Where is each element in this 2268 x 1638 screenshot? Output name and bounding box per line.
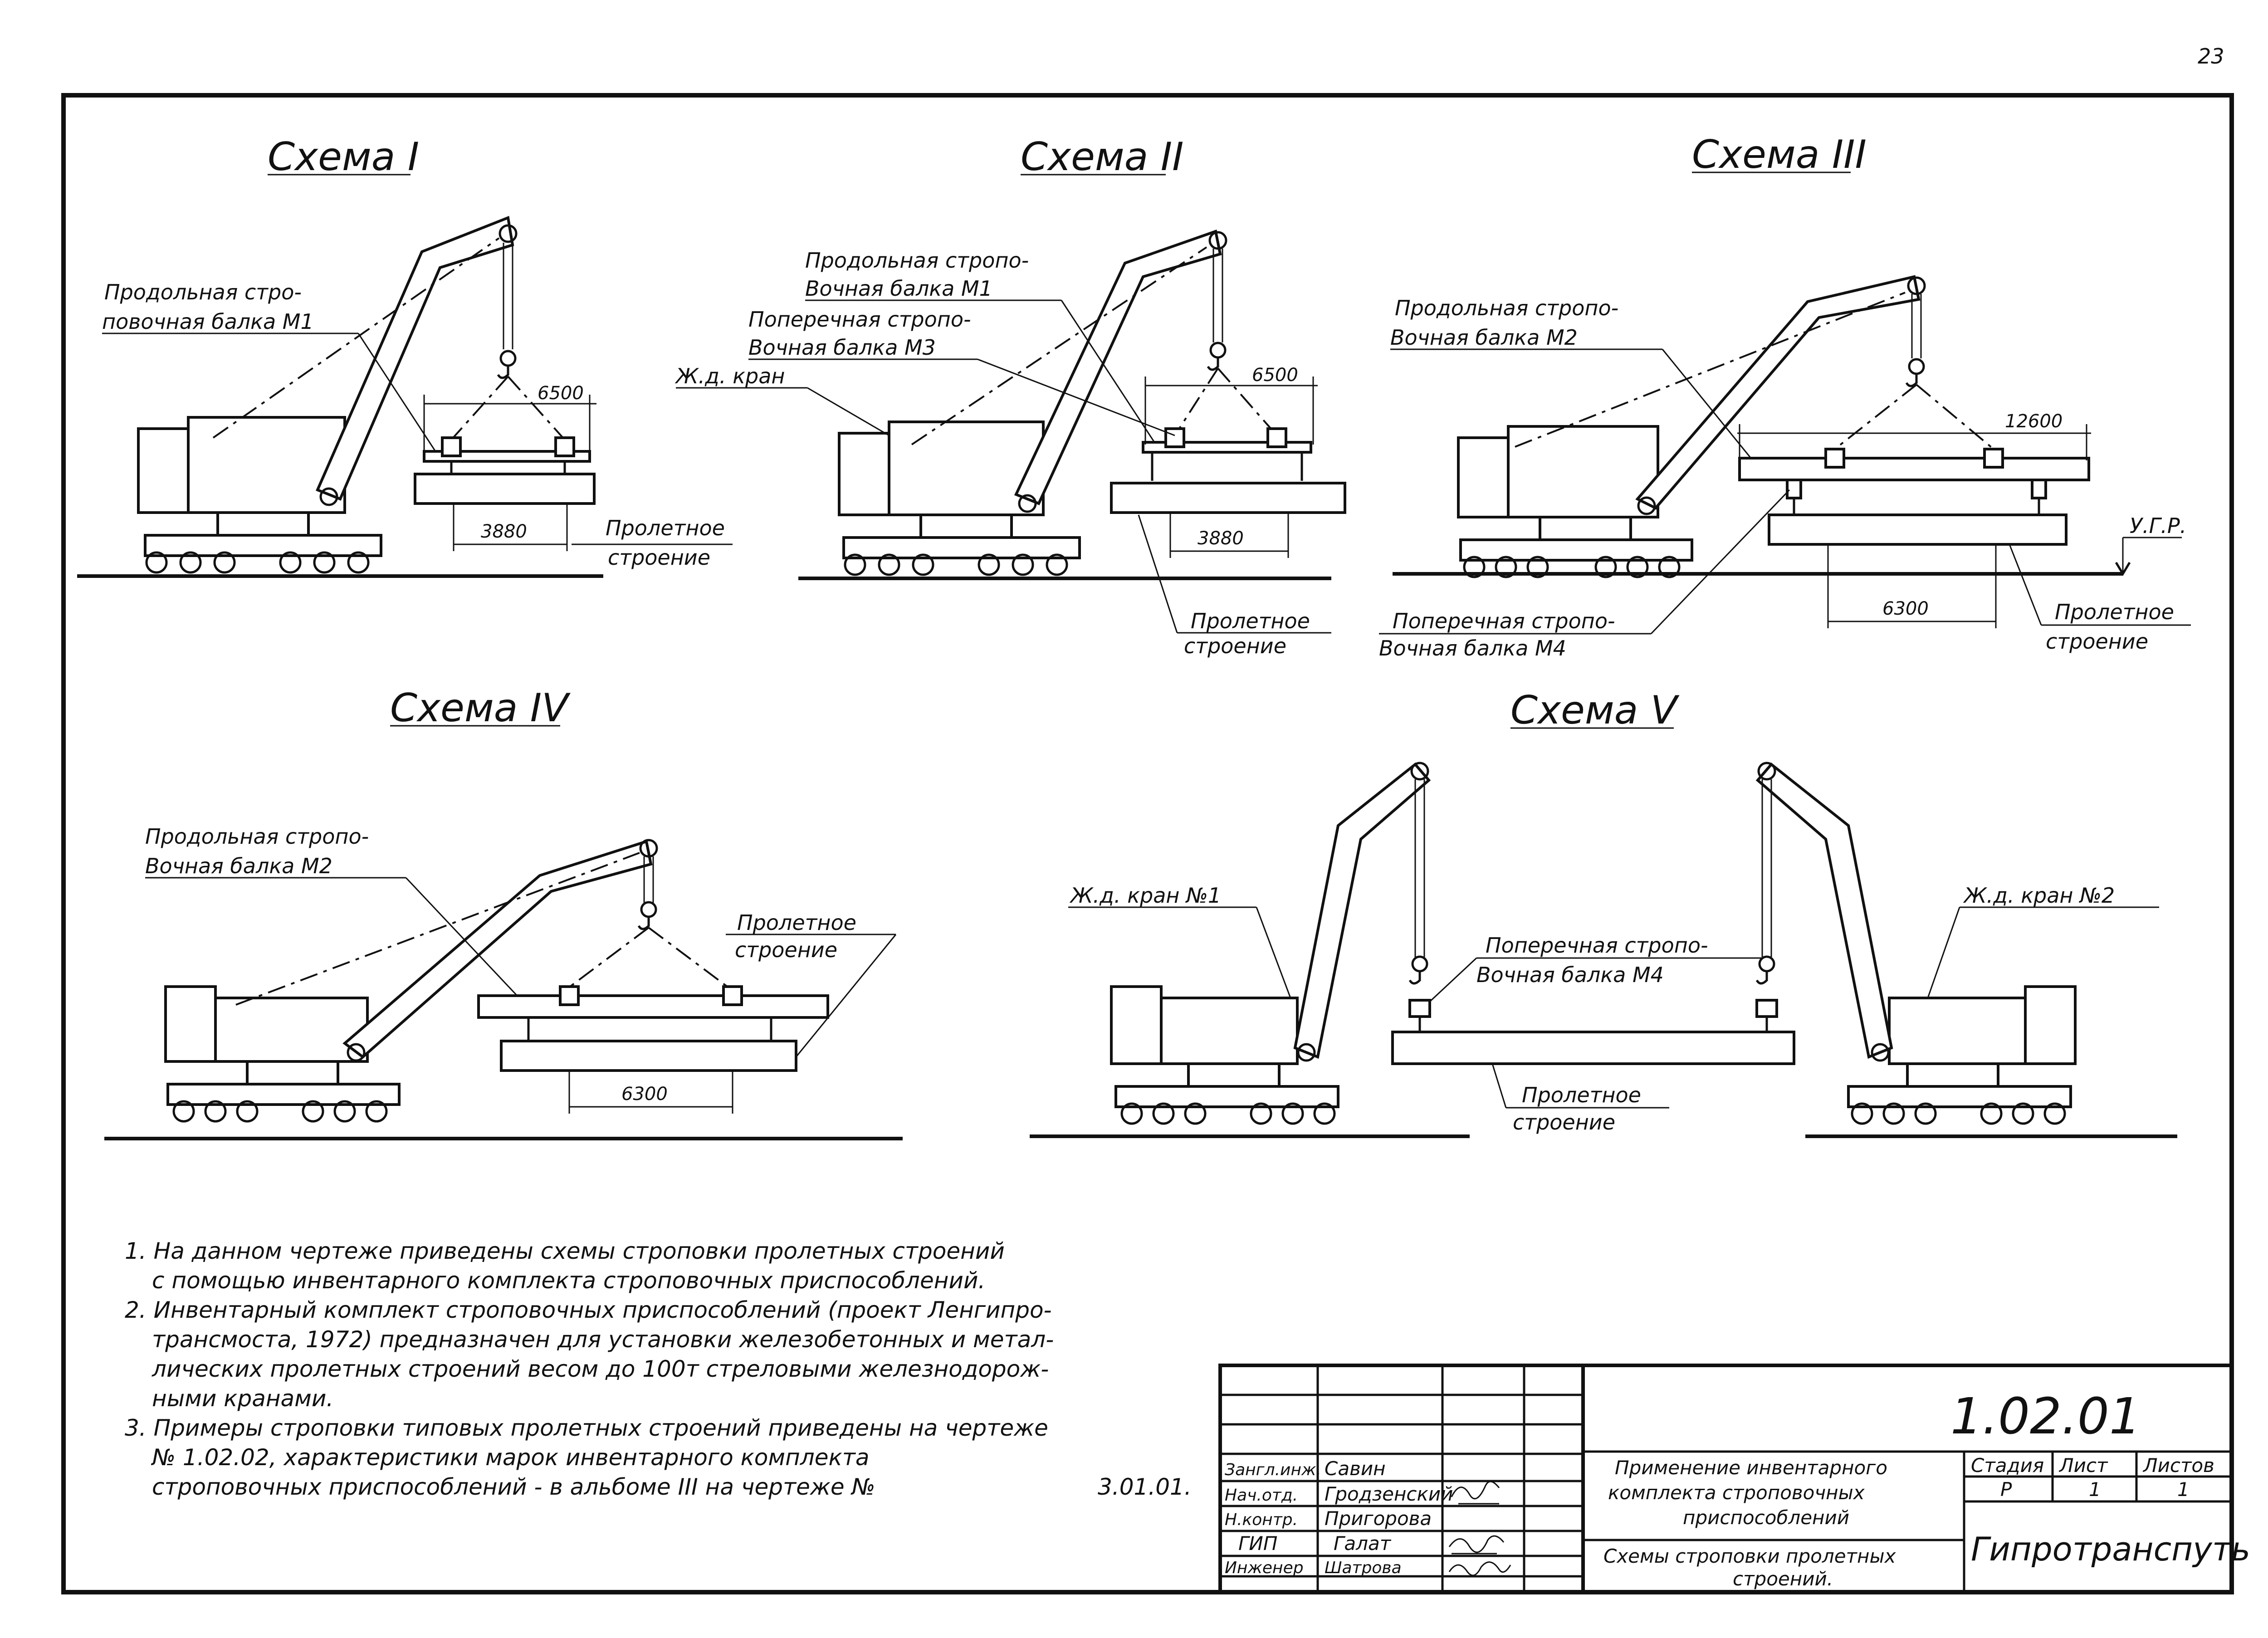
- header-sheets: Листов: [2142, 1454, 2214, 1477]
- scheme-4-title: Схема IV: [390, 685, 571, 731]
- label-long-beam-2: повочная балка М1: [102, 309, 314, 334]
- subject-line: Применение инвентарного: [1615, 1457, 1887, 1479]
- label-crane: Ж.д. кран: [675, 364, 785, 388]
- label-long-beam-1: Продольная стропо-: [1395, 296, 1618, 320]
- dim-3880: 3880: [481, 521, 527, 542]
- scheme-4: Схема IV 6300 Продольная ст: [104, 685, 903, 1140]
- drawing-number: 1.02.01: [1950, 1387, 2141, 1445]
- signature-role: Н.контр.: [1225, 1511, 1298, 1529]
- signature-role: Инженер: [1225, 1559, 1304, 1577]
- note-line: ными кранами.: [152, 1385, 333, 1412]
- scheme-5-title: Схема V: [1510, 688, 1680, 733]
- header-sheet: Лист: [2058, 1454, 2108, 1477]
- label-long-beam-1: Продольная стропо-: [145, 824, 369, 849]
- label-cross-beam-2: Вочная балка М4: [1379, 636, 1566, 660]
- scheme-5: Схема V: [1030, 688, 2177, 1138]
- note-line: трансмоста, 1972) предназначен для устан…: [152, 1326, 1054, 1353]
- label-span-2: строение: [2046, 629, 2148, 654]
- signature-name: Шатрова: [1325, 1559, 1402, 1577]
- signature-name: Савин: [1325, 1457, 1386, 1480]
- crane: [1457, 275, 1926, 578]
- label-span-2: строение: [608, 545, 710, 570]
- note-line: 3. Примеры строповки типовых пролетных с…: [125, 1415, 1048, 1441]
- subject-line: комплекта строповочных: [1608, 1482, 1865, 1504]
- signature-mark: [1451, 1481, 1500, 1505]
- label-long-beam-1: Продольная стро-: [104, 280, 302, 304]
- label-cross-beam-2: Вочная балка М3: [748, 335, 936, 360]
- signature-role: ГИП: [1238, 1532, 1277, 1555]
- notes: 1. На данном чертеже приведены схемы стр…: [125, 1238, 1192, 1500]
- dim-3880: 3880: [1198, 528, 1244, 549]
- organization: Гипротранспуть: [1971, 1530, 2250, 1568]
- label-long-beam-2: Вочная балка М2: [1390, 325, 1578, 350]
- sheet-title-line: строений.: [1733, 1568, 1833, 1590]
- span-structure: [1110, 482, 1346, 514]
- signature-name: Пригорова: [1325, 1507, 1432, 1530]
- label-ugr: У.Г.Р.: [2130, 513, 2186, 538]
- label-crane-2: Ж.д. кран №2: [1963, 883, 2115, 908]
- label-span-1: Пролетное: [2055, 600, 2174, 624]
- label-span-2: строение: [1513, 1110, 1615, 1134]
- value-sheet: 1: [2089, 1478, 2101, 1501]
- dim-6500: 6500: [1252, 365, 1298, 386]
- crane: [838, 230, 1227, 576]
- label-cross-beam-1: Поперечная стропо-: [748, 307, 971, 332]
- long-beam-m2: [477, 994, 829, 1019]
- header-stage: Стадия: [1971, 1454, 2044, 1477]
- note-line: 3.01.01.: [1098, 1474, 1192, 1500]
- note-line: 2. Инвентарный комплект строповочных при…: [125, 1297, 1052, 1323]
- scheme-2: Схема II 6500 3880 П: [675, 134, 1346, 658]
- label-crane-1: Ж.д. кран №1: [1069, 883, 1221, 908]
- span-structure: [414, 473, 596, 505]
- dim-6300: 6300: [621, 1084, 668, 1105]
- sheet-title-line: Схемы строповки пролетных: [1603, 1545, 1897, 1567]
- label-cross-beam-1: Поперечная стропо-: [1393, 609, 1615, 633]
- note-line: лических пролетных строений весом до 100…: [152, 1356, 1049, 1382]
- signature-name: Галат: [1334, 1532, 1392, 1555]
- drawing-frame: [61, 93, 2234, 1594]
- long-beam-m2: [1738, 457, 2090, 481]
- dim-6500: 6500: [538, 383, 584, 404]
- label-span-1: Пролетное: [606, 516, 725, 540]
- label-long-beam-2: Вочная балка М1: [805, 276, 992, 301]
- label-span-1: Пролетное: [737, 910, 856, 935]
- span-structure: [500, 1040, 797, 1072]
- dim-12600: 12600: [2005, 411, 2063, 432]
- label-long-beam-2: Вочная балка М2: [145, 854, 332, 878]
- value-stage: Р: [2000, 1478, 2012, 1501]
- subject-line: приспособлений: [1683, 1506, 1849, 1529]
- scheme-3-title: Схема III: [1692, 132, 1867, 177]
- signature-mark: [1448, 1561, 1511, 1576]
- scheme-2-title: Схема II: [1021, 134, 1184, 180]
- note-line: № 1.02.02, характеристики марок инвентар…: [151, 1444, 869, 1471]
- page-number: 23: [2198, 44, 2224, 68]
- span-structure: [1391, 1031, 1795, 1065]
- title-block: 1.02.01 Зангл.инж. Савин Нач.отд. Гродзе…: [1218, 1364, 2250, 1594]
- signature-role: Зангл.инж.: [1225, 1461, 1321, 1479]
- scheme-1-title: Схема I: [268, 134, 419, 180]
- dim-6300: 6300: [1882, 598, 1929, 619]
- scheme-3: Схема III 12600 630: [1379, 132, 2191, 660]
- signature-mark: [1448, 1535, 1505, 1555]
- crane-2: [1755, 762, 2077, 1125]
- label-span-2: строение: [1184, 634, 1286, 658]
- note-line: 1. На данном чертеже приведены схемы стр…: [125, 1238, 1005, 1264]
- crane: [137, 215, 518, 574]
- crane: [164, 839, 658, 1123]
- signature-name: Гродзенский: [1325, 1483, 1453, 1505]
- label-span-2: строение: [735, 938, 837, 962]
- label-cross-beam-2: Вочная балка М4: [1476, 963, 1664, 987]
- label-span-1: Пролетное: [1191, 609, 1310, 633]
- note-line: строповочных приспособлений - в альбоме …: [152, 1474, 875, 1500]
- label-long-beam-1: Продольная стропо-: [805, 248, 1029, 273]
- scheme-1: Схема I 6500 3880: [77, 134, 733, 578]
- note-line: с помощью инвентарного комплекта стропов…: [152, 1267, 985, 1294]
- signature-role: Нач.отд.: [1225, 1486, 1298, 1505]
- label-cross-beam-1: Поперечная стропо-: [1486, 933, 1708, 958]
- crane-1: [1110, 762, 1431, 1125]
- label-span-1: Пролетное: [1522, 1083, 1641, 1107]
- value-sheets: 1: [2177, 1478, 2190, 1501]
- span-structure: [1768, 513, 2068, 546]
